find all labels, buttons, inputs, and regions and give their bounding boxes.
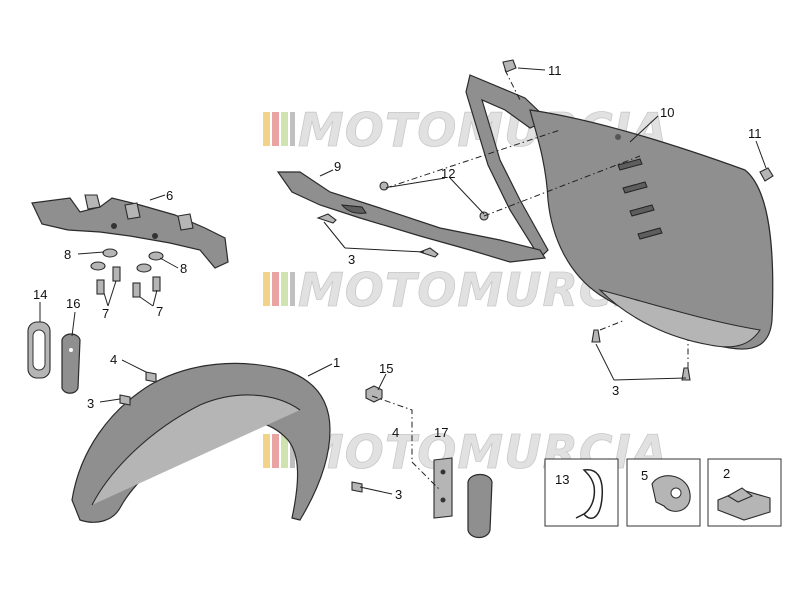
callout-7a: 7 — [102, 306, 109, 321]
part-17-reflector — [467, 473, 493, 539]
callout-17: 17 — [434, 425, 448, 440]
part-7-bolt-3 — [152, 276, 161, 292]
part-11-cap-right — [759, 167, 774, 182]
part-1-front-fender — [71, 362, 331, 523]
part-14-reflector-gasket — [27, 321, 51, 379]
callout-15: 15 — [379, 361, 393, 376]
callout-6: 6 — [166, 188, 173, 203]
part-3-screw-c — [591, 329, 601, 343]
part-3-screw-e — [119, 394, 131, 406]
watermark-flag-icon — [263, 434, 295, 468]
callout-4b: 4 — [392, 425, 399, 440]
detail-box-5 — [626, 458, 701, 527]
callout-9: 9 — [334, 159, 341, 174]
detail-box-13 — [544, 458, 619, 527]
callout-3b: 3 — [612, 383, 619, 398]
part-3-screw-b — [418, 247, 439, 258]
part-8-washer-1 — [102, 248, 118, 258]
part-6-bracket — [31, 194, 229, 269]
callout-14: 14 — [33, 287, 47, 302]
callout-8b: 8 — [180, 261, 187, 276]
callout-8a: 8 — [64, 247, 71, 262]
part-7-bolt-4 — [132, 282, 141, 298]
callout-10: 10 — [660, 105, 674, 120]
callout-4a: 4 — [110, 352, 117, 367]
part-3-screw-a — [316, 213, 337, 224]
callout-3c: 3 — [87, 396, 94, 411]
part-17-reflector-bracket — [433, 457, 453, 519]
callout-13: 13 — [555, 472, 569, 487]
part-12-screw-a — [379, 181, 389, 191]
part-7-bolt-1 — [112, 266, 121, 282]
part-8-washer-4 — [136, 263, 152, 273]
callout-16: 16 — [66, 296, 80, 311]
watermark-flag-icon — [263, 272, 295, 306]
callout-7b: 7 — [156, 304, 163, 319]
detail-box-2 — [707, 458, 782, 527]
watermark-flag-icon — [263, 112, 295, 146]
part-3-screw-f — [351, 481, 363, 493]
callout-11b: 11 — [748, 126, 762, 141]
part-10-rear-cover — [465, 74, 774, 350]
callout-12: 12 — [441, 166, 455, 181]
callout-3a: 3 — [348, 252, 355, 267]
part-11-cap-upper — [502, 59, 517, 73]
part-15-nut — [365, 385, 383, 403]
fasteners — [90, 59, 774, 493]
callout-labels: 11 10 11 9 12 3 3 6 8 8 7 7 14 16 4 3 1 … — [33, 63, 762, 502]
part-9-grab-bar — [276, 171, 547, 263]
part-16-reflector — [61, 333, 81, 394]
callout-11a: 11 — [548, 63, 562, 78]
callout-3d: 3 — [395, 487, 402, 502]
part-8-washer-3 — [90, 261, 106, 271]
part-3-screw-d — [681, 367, 691, 381]
callout-5: 5 — [641, 468, 648, 483]
callout-1: 1 — [333, 355, 340, 370]
part-4-screw — [145, 371, 157, 383]
callout-2: 2 — [723, 466, 730, 481]
part-7-bolt-2 — [96, 279, 105, 295]
part-8-washer-2 — [148, 251, 164, 261]
